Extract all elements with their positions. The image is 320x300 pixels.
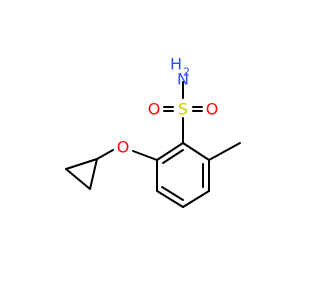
atom-oxygen-left: O — [148, 100, 161, 119]
atom-oxygen-ether: O — [117, 138, 130, 157]
bond-ether-oxygen-cyclopropyl — [96, 149, 114, 160]
bond-ring-c4-c5-inner — [161, 186, 184, 201]
bond-ring-c1-c2 — [182, 142, 210, 161]
atom-oxygen-right: O — [206, 100, 219, 119]
bond-ring-c6-c1-inner — [162, 149, 184, 164]
bond-ring-ether-oxygen — [132, 150, 158, 161]
molecule-structure-diagram: S O O O H 2 N — [65, 55, 241, 208]
atom-nitrogen-subscript: 2 — [183, 66, 190, 79]
bond-cyclopropyl-3 — [65, 158, 98, 170]
atom-sulfur: S — [178, 100, 188, 119]
bond-ring-c6-c1 — [156, 142, 184, 161]
molecule-svg: S O O O H 2 N — [65, 55, 241, 208]
bond-ring-c3-c4 — [182, 190, 210, 208]
atom-nitrogen-hydrogen: H — [170, 55, 182, 74]
bond-methyl — [208, 142, 241, 161]
bond-ring-c4-c5 — [156, 190, 184, 208]
atom-nitrogen: N — [177, 70, 189, 89]
bond-cyclopropyl-1 — [89, 158, 98, 190]
bond-cyclopropyl-2 — [65, 168, 91, 190]
